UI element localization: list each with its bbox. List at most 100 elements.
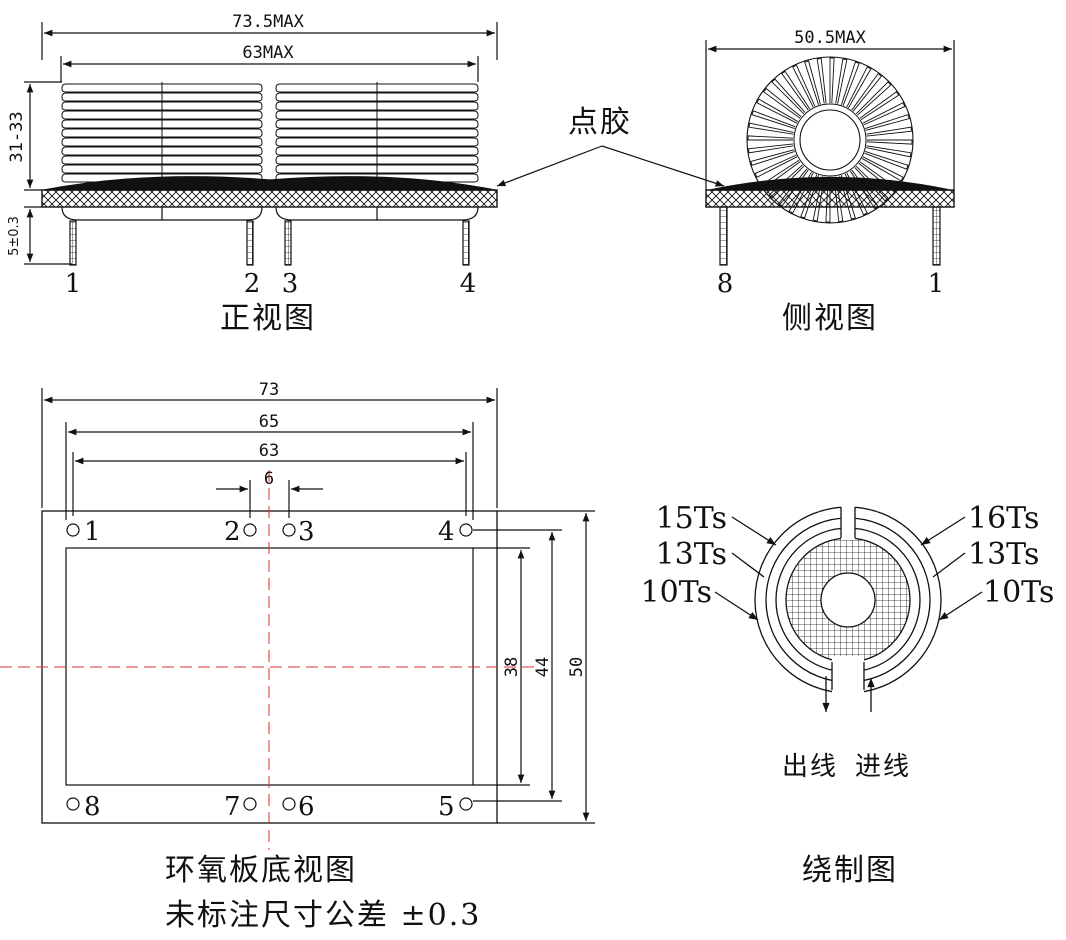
- toroid-turn: [835, 58, 848, 104]
- coil-turn: [61, 119, 263, 129]
- toroid-inner-ring: [793, 103, 867, 177]
- bottom-pin-label-8: 8: [84, 792, 101, 822]
- coil-turn: [275, 110, 479, 120]
- side-view: [496, 40, 955, 266]
- bottom-pin-label-3: 3: [298, 517, 315, 547]
- front-pin-1: [69, 220, 77, 266]
- toroid-turn: [859, 91, 900, 121]
- bottom-hole-5: [459, 797, 473, 811]
- coil-turn: [61, 155, 263, 165]
- bottom-pin-label-7: 7: [224, 792, 241, 822]
- coil-turn: [275, 83, 479, 93]
- front-dim-height: 31-33: [7, 111, 27, 162]
- coil-turn: [275, 119, 479, 129]
- winding-in-label: 进线: [855, 752, 911, 782]
- coil-turn: [275, 146, 479, 156]
- bottom-hole-3: [282, 523, 296, 537]
- bottom-hole-4: [459, 523, 473, 537]
- bottom-pin-label-6: 6: [298, 792, 315, 822]
- toroid-turn: [846, 66, 872, 109]
- toroid-turn: [750, 149, 795, 166]
- side-dim-width: 50.5MAX: [794, 28, 866, 48]
- toroid-turn: [866, 139, 913, 145]
- coil-turn: [275, 155, 479, 165]
- toroid-turn: [804, 60, 821, 105]
- toroid-turn: [864, 151, 909, 170]
- winding-right-label-1: 16Ts: [968, 501, 1039, 536]
- front-dim-pin: 5±0.3: [7, 216, 22, 256]
- front-pin-label-1: 1: [65, 269, 82, 299]
- coil-turn: [61, 92, 263, 102]
- bottom-dim-38: 38: [502, 657, 522, 677]
- coil-turn: [61, 101, 263, 111]
- side-view-caption: 侧视图: [782, 301, 878, 336]
- bottom-hole-1: [66, 523, 80, 537]
- side-pin-8: [719, 206, 728, 266]
- bottom-hole-8: [66, 797, 80, 811]
- coil-turn: [61, 146, 263, 156]
- coil-turn: [275, 173, 479, 183]
- winding-out-label: 出线: [782, 752, 838, 782]
- toroid-outer: [746, 56, 914, 224]
- front-coil-right: [275, 82, 479, 190]
- winding-left-label-1: 15Ts: [656, 501, 727, 536]
- bottom-dim-44: 44: [533, 657, 553, 677]
- toroid-turn: [747, 135, 794, 141]
- toroid-turn: [866, 126, 913, 137]
- front-dim-inner: 63MAX: [242, 43, 294, 63]
- coil-turn: [275, 101, 479, 111]
- front-pin-label-2: 2: [244, 269, 261, 299]
- front-view: [24, 22, 498, 266]
- toroid-turn: [862, 102, 906, 126]
- toroid-turn: [747, 143, 794, 154]
- tolerance-note: 未标注尺寸公差 ±0.3: [165, 898, 481, 933]
- toroid-turn: [792, 64, 816, 108]
- toroid-turn: [771, 78, 806, 115]
- bottom-dim-6: 6: [264, 469, 274, 489]
- bottom-pin-label-5: 5: [438, 792, 455, 822]
- winding-left-label-2: 13Ts: [656, 537, 727, 572]
- side-view-text: 50.5MAX 点胶 8 1 侧视图: [568, 28, 944, 336]
- front-glue: [43, 176, 496, 191]
- toroid-turn: [763, 87, 802, 119]
- front-coil-left: [61, 82, 263, 190]
- bottom-dim-65: 65: [259, 412, 279, 432]
- bottom-hole-2: [243, 523, 257, 537]
- side-pcb: [705, 189, 955, 208]
- coil-turn: [275, 128, 479, 138]
- front-pin-4: [462, 220, 470, 266]
- toroid-turn: [816, 57, 827, 104]
- side-pin-label-8: 8: [717, 269, 734, 299]
- winding-diagram: [714, 500, 983, 713]
- front-view-caption: 正视图: [220, 301, 316, 336]
- coil-turn: [61, 164, 263, 174]
- coil-turn: [61, 83, 263, 93]
- front-dim-overall: 73.5MAX: [232, 12, 304, 32]
- toroid-turn: [829, 57, 835, 104]
- front-view-text: 73.5MAX 63MAX 31-33 5±0.3 1 2 3 4 正视图: [7, 12, 476, 336]
- coil-turn: [275, 164, 479, 174]
- bottom-dim-50: 50: [567, 657, 587, 677]
- winding-text: 15Ts 13Ts 10Ts 16Ts 13Ts 10Ts 出线 进线 绕制图: [641, 501, 1055, 888]
- toroid-turn: [754, 154, 798, 178]
- glue-label: 点胶: [568, 105, 632, 140]
- side-pin-label-1: 1: [928, 269, 945, 299]
- toroid-turn: [851, 73, 883, 112]
- side-pin-1: [932, 206, 941, 266]
- coil-turn: [61, 110, 263, 120]
- bottom-view-text: 73 65 63 6 38 44 50 1 2 3 4 8 7 6 5 环氧板底…: [84, 380, 587, 933]
- coil-turn: [275, 137, 479, 147]
- toroid-turn: [781, 70, 811, 111]
- bottom-view: [0, 388, 595, 850]
- toroid-turn: [865, 114, 910, 131]
- front-pin-label-3: 3: [282, 269, 299, 299]
- winding-left-label-3: 10Ts: [641, 575, 712, 610]
- bottom-pin-label-4: 4: [438, 517, 455, 547]
- winding-caption: 绕制图: [802, 853, 898, 888]
- toroid-turn: [841, 61, 860, 106]
- coil-turn: [61, 137, 263, 147]
- winding-right-label-3: 10Ts: [983, 575, 1054, 610]
- winding-right-label-2: 13Ts: [968, 537, 1039, 572]
- front-pin-2: [246, 220, 254, 266]
